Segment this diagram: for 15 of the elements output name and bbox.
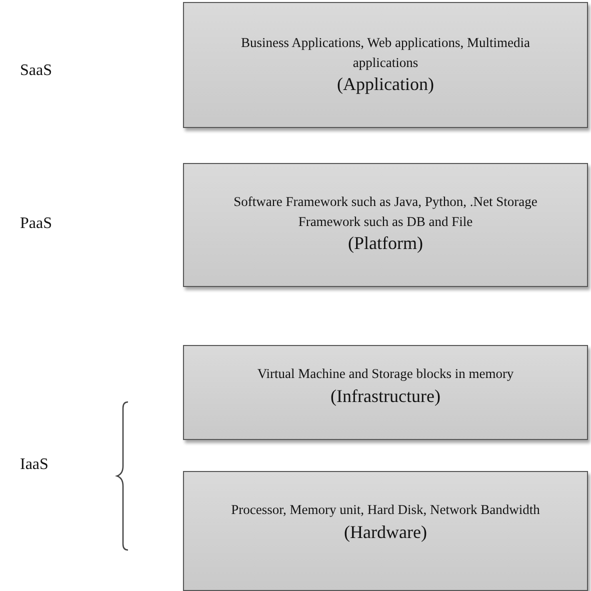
layer-box bbox=[183, 345, 588, 440]
service-model-label: SaaS bbox=[20, 62, 52, 80]
layer-description: Business Applications, Web applications, Multimedia applications bbox=[240, 34, 530, 72]
layer-box bbox=[183, 163, 588, 287]
layer-title: (Infrastructure) bbox=[330, 384, 440, 408]
layer-description: Processor, Memory unit, Hard Disk, Network Bandwidth bbox=[231, 501, 540, 519]
layer-box bbox=[183, 2, 588, 128]
layer-title: (Hardware) bbox=[344, 520, 427, 544]
service-model-label: IaaS bbox=[20, 456, 48, 474]
service-model-label: PaaS bbox=[20, 215, 52, 233]
layer-box bbox=[183, 471, 588, 591]
layer-description: Virtual Machine and Storage blocks in memory bbox=[257, 365, 514, 383]
layer-description: Software Framework such as Java, Python, .Net Storage Framework such as DB and File bbox=[232, 193, 538, 231]
layer-title: (Platform) bbox=[348, 232, 423, 256]
layer-title: (Application) bbox=[337, 73, 434, 96]
